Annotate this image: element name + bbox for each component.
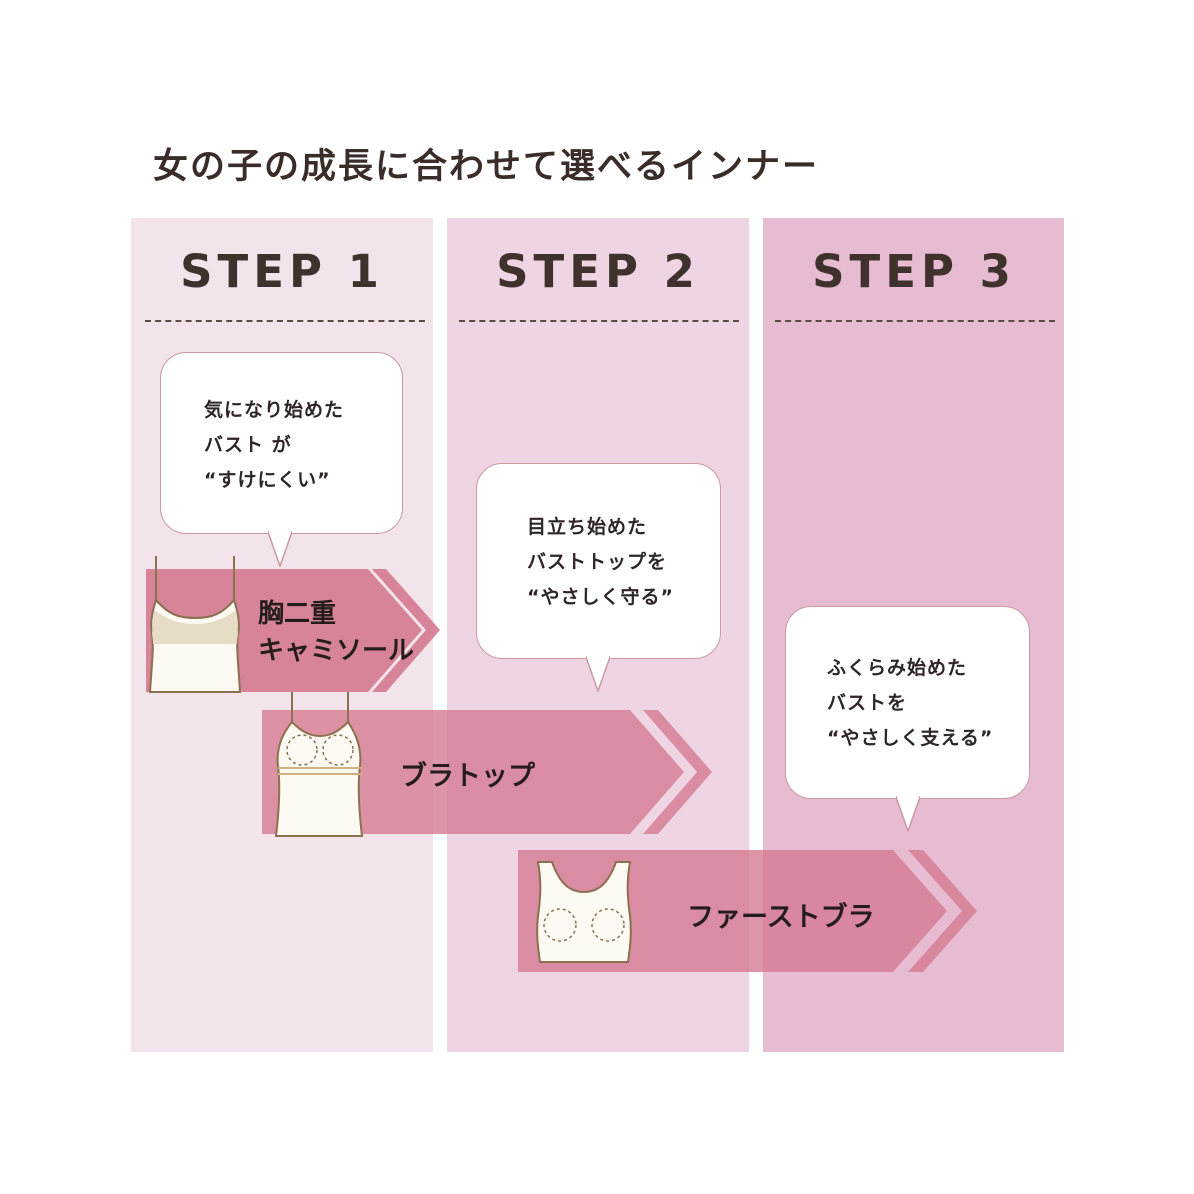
step-2-bubble-tail: [586, 656, 610, 692]
step-2-label: STEP 2: [496, 245, 700, 298]
step-3-bubble-line-1: ふくらみ始めた: [827, 657, 968, 679]
step-2-bubble-line-2: バストトップを: [527, 551, 668, 573]
step-2-speech-bubble: 目立ち始めた バストトップを “やさしく守る”: [476, 463, 721, 659]
camisole-icon: [148, 556, 242, 693]
step-3-divider: [775, 320, 1055, 322]
step-1-divider: [145, 320, 425, 322]
step-3-bubble-tail: [896, 796, 920, 832]
step-2-divider: [459, 320, 739, 322]
step-3-speech-bubble: ふくらみ始めた バストを “やさしく支える”: [785, 606, 1030, 799]
step-3-bubble-line-2: バストを: [827, 692, 908, 714]
first-bra-label: ファーストブラ: [687, 902, 875, 933]
step-1-bubble-tail: [268, 531, 292, 567]
page-title: 女の子の成長に合わせて選べるインナー: [153, 147, 820, 187]
step-2-bubble-line-3: “やさしく守る”: [527, 586, 674, 608]
step-1-label: STEP 1: [180, 245, 384, 298]
bra-top-label: ブラトップ: [400, 761, 535, 792]
bra-top-arrow: [262, 710, 712, 834]
step-1-bubble-line-1: 気になり始めた: [204, 399, 345, 421]
step-3-label: STEP 3: [812, 245, 1016, 298]
step-2-bubble-line-1: 目立ち始めた: [527, 516, 648, 538]
step-3-bubble-line-3: “やさしく支える”: [827, 727, 994, 749]
first-bra-icon: [536, 861, 632, 963]
camisole-label-line-1: 胸二重: [258, 599, 337, 629]
camisole-label-line-2: キャミソール: [258, 636, 415, 666]
step-1-bubble-line-2: バスト が: [204, 434, 292, 456]
step-1-bubble-line-3: “すけにくい”: [204, 469, 331, 491]
camisole-label: 胸二重 キャミソール: [258, 596, 414, 670]
bra-top-icon: [274, 692, 364, 837]
step-1-speech-bubble: 気になり始めた バスト が “すけにくい”: [160, 352, 403, 534]
